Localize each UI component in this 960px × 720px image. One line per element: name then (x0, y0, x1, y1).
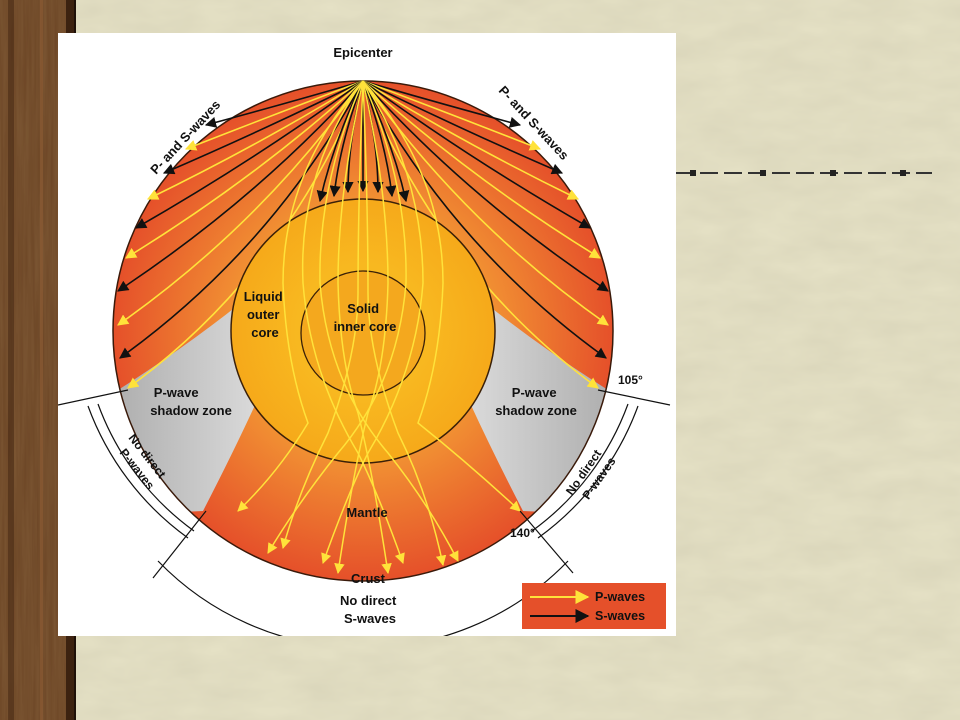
liquid-outer-core-line-2: outer (247, 307, 280, 322)
solid-inner-core (300, 270, 426, 396)
shadow-zone-right-line-1: P-wave (512, 385, 557, 400)
arc-no-direct-p-right-outer (537, 405, 639, 539)
arc-no-direct-p-left-outer (87, 405, 189, 539)
shadow-zone-left-line-1: P-wave (154, 385, 199, 400)
p-wave-core-3 (319, 80, 459, 562)
degree-105-label: 105° (618, 373, 643, 387)
shadow-zone-right-line-2: shadow zone (495, 403, 577, 418)
p-wave-left-1 (184, 80, 364, 151)
p-wave-left-3 (125, 80, 364, 259)
s-wave-right-1 (362, 80, 522, 128)
s-wave-right-2 (362, 80, 564, 175)
p-wave-right-3 (362, 80, 601, 259)
earth-seismic-diagram-panel: Epicenter P- and S-waves P- and S-waves … (58, 33, 676, 636)
p-wave-right-4 (362, 80, 609, 326)
s-wave-right-4 (362, 80, 609, 292)
arc-no-direct-p-left-inner (97, 403, 195, 532)
arc-no-direct-p-right-inner (531, 403, 629, 532)
p-wave-core-8 (362, 80, 521, 512)
crust-label: Crust (351, 571, 386, 586)
no-direct-s-waves-label: No direct S-waves (340, 593, 400, 626)
p-wave-core-10 (362, 80, 447, 567)
s-wave-core-2 (329, 80, 364, 198)
legend-box (522, 583, 666, 629)
line-140-left (152, 510, 207, 579)
s-wave-left-1 (204, 80, 364, 128)
p-wave-core-7 (237, 80, 364, 512)
no-direct-s-line-1: No direct (340, 593, 397, 608)
s-wave-left-3 (135, 80, 364, 229)
s-wave-right-3 (362, 80, 591, 229)
s-wave-core-6 (362, 80, 397, 198)
seismic-wave-diagram: Epicenter P- and S-waves P- and S-waves … (58, 45, 671, 636)
s-wave-left-2 (162, 80, 364, 175)
legend-s-waves-label: S-waves (595, 609, 645, 623)
s-wave-left-4 (117, 80, 364, 292)
liquid-outer-core-line-1: Liquid (244, 289, 283, 304)
p-wave-core-4 (267, 80, 407, 554)
decorative-dashed-line (676, 170, 932, 176)
solid-inner-core-line-1: Solid (347, 301, 379, 316)
p-wave-core-6 (334, 80, 389, 575)
solid-inner-core-label: Solid inner core (334, 301, 397, 334)
line-140-right (519, 510, 574, 574)
p-wave-left-2 (146, 80, 364, 200)
legend: P-waves S-waves (522, 583, 666, 629)
p-wave-core-9 (280, 80, 364, 550)
legend-p-waves-label: P-waves (595, 590, 645, 604)
s-wave-left-5 (119, 80, 364, 359)
angle-markers (58, 389, 671, 636)
shadow-zone-left-line-2: shadow zone (150, 403, 232, 418)
degree-140-label: 140° (510, 526, 535, 540)
epicenter-label: Epicenter (333, 45, 392, 60)
line-105-left (58, 389, 129, 406)
p-wave-core-5 (337, 80, 392, 575)
p-wave-left-4 (117, 80, 364, 326)
p-wave-right-1 (362, 80, 542, 151)
p-waves-through-core (237, 80, 521, 575)
p-wave-right-2 (362, 80, 580, 200)
shadow-zone-right-label: P-wave shadow zone (495, 385, 577, 418)
liquid-outer-core-line-3: core (251, 325, 278, 340)
line-105-right (597, 389, 671, 406)
shadow-zone-left-label: P-wave shadow zone (150, 385, 232, 418)
solid-inner-core-line-2: inner core (334, 319, 397, 334)
arc-no-direct-s (157, 560, 569, 636)
no-direct-s-line-2: S-waves (344, 611, 396, 626)
mantle-label: Mantle (346, 505, 387, 520)
liquid-outer-core-label: Liquid outer core (244, 289, 287, 340)
